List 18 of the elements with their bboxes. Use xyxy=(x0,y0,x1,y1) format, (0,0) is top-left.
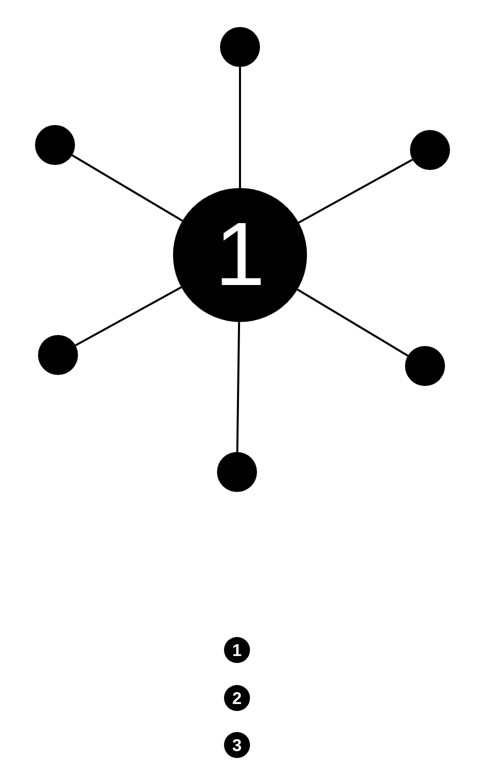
number-label: 3 xyxy=(232,736,242,754)
dot xyxy=(35,125,75,165)
number-label: 2 xyxy=(232,690,242,706)
connector-line xyxy=(298,158,413,224)
dot xyxy=(217,452,257,492)
dot xyxy=(405,346,445,386)
number-badge xyxy=(224,732,250,758)
dot xyxy=(410,130,450,170)
dot xyxy=(38,335,78,375)
connector-line xyxy=(75,286,182,346)
number-label: 1 xyxy=(214,210,266,300)
number-badge xyxy=(224,685,250,711)
connector-line xyxy=(72,154,183,222)
dot xyxy=(220,27,260,67)
number-label: 1 xyxy=(232,642,242,658)
connector-line xyxy=(236,322,240,452)
connector-line xyxy=(239,67,241,188)
number-badge xyxy=(224,637,250,663)
